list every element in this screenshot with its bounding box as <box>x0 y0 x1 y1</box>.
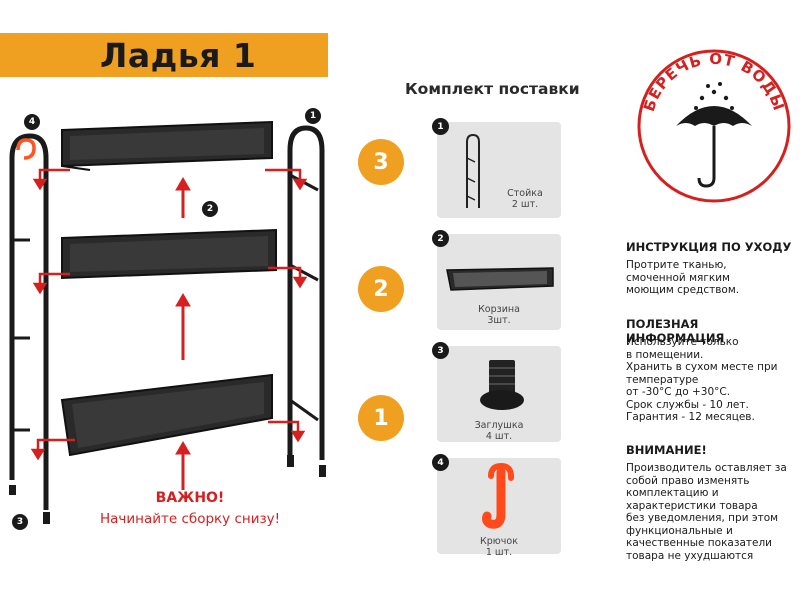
step-circle-2: 2 <box>358 266 404 312</box>
info-line: температуре <box>626 373 699 386</box>
basket-icon <box>446 267 554 291</box>
umbrella-icon <box>676 106 752 188</box>
part-badge-hook: 4 <box>24 114 40 130</box>
cap-icon <box>480 360 524 410</box>
warning-title: ВАЖНО! <box>155 490 225 506</box>
product-title: Ладья 1 <box>100 36 257 75</box>
attention-line: комплектацию и <box>626 487 719 499</box>
info-line: от -30°С до +30°С. <box>626 386 731 398</box>
attention-title: ВНИМАНИЕ! <box>626 443 707 457</box>
keep-dry-stamp: БЕРЕЧЬ ОТ ВОДЫ <box>637 49 791 203</box>
attention-line: характеристики товара <box>626 499 758 512</box>
info-line: Используйте только <box>626 336 739 348</box>
kit-item-name: Корзина <box>478 304 520 315</box>
title-banner <box>0 33 328 77</box>
info-line: Срок службы - 10 лет. <box>626 398 749 411</box>
info-line: в помещении. <box>626 348 704 361</box>
foot-cap <box>287 455 294 467</box>
kit-card-number: 1 <box>432 118 449 135</box>
foot-cap <box>43 512 50 524</box>
warning-text: Начинайте сборку снизу! <box>99 511 281 527</box>
basket-bottom <box>60 373 273 457</box>
hook-part <box>16 138 36 160</box>
assembly-diagram <box>9 120 326 524</box>
kit-card-post: 1 Стойка 2 шт. <box>432 118 561 218</box>
kit-item-qty: 1 шт. <box>485 547 513 558</box>
stamp-text: БЕРЕЧЬ ОТ ВОДЫ <box>640 50 788 114</box>
kit-card-cap: 3 Заглушка 4 шт. <box>432 342 561 442</box>
info-body: Используйте только в помещении. Хранить … <box>626 336 798 424</box>
insert-arrow-icon <box>30 168 308 461</box>
foot-cap <box>9 485 16 495</box>
info-line: Хранить в сухом месте при <box>626 361 778 373</box>
kit-item-name: Заглушка <box>474 420 524 431</box>
kit-item-qty: 2 шт. <box>511 199 539 210</box>
attention-line: функциональные и <box>626 524 733 537</box>
step-circle-3: 3 <box>358 139 404 185</box>
care-line: моющим средством. <box>626 284 740 296</box>
attention-line: без уведомления, при этом <box>626 512 779 524</box>
kit-item-name: Крючок <box>480 536 518 547</box>
basket-middle <box>61 228 277 280</box>
attention-line: Производитель оставляет за <box>626 462 787 474</box>
basket-top <box>61 120 273 171</box>
left-post <box>9 133 49 510</box>
part-badge-cap: 3 <box>12 514 28 530</box>
part-badge-post: 1 <box>305 108 321 124</box>
kit-item-name: Стойка <box>507 188 543 199</box>
kit-title: Комплект поставки <box>405 80 580 98</box>
part-badge-basket: 2 <box>202 201 218 217</box>
kit-card-number: 4 <box>432 454 449 471</box>
attention-line: качественные показатели <box>626 537 772 549</box>
info-line: Гарантия - 12 месяцев. <box>626 411 755 423</box>
rain-drops-icon <box>694 82 734 110</box>
arrow-up-icon <box>175 177 191 490</box>
attention-line: товара не ухудшаются <box>626 549 754 562</box>
hook-icon <box>482 462 514 529</box>
care-body: Протрите тканью, смоченной мягким моющим… <box>626 259 798 297</box>
kit-card-number: 3 <box>432 342 449 359</box>
post-icon <box>466 133 480 208</box>
step-circle-1: 1 <box>358 395 404 441</box>
kit-item-qty: 3шт. <box>487 315 511 326</box>
right-post <box>287 125 325 460</box>
kit-card-hook: 4 Крючок 1 шт. <box>432 454 561 558</box>
kit-item-qty: 4 шт. <box>485 431 513 442</box>
attention-body: Производитель оставляет за собой право и… <box>626 462 798 562</box>
attention-line: собой право изменять <box>626 474 750 487</box>
kit-card-number: 2 <box>432 230 449 247</box>
care-title: ИНСТРУКЦИЯ ПО УХОДУ <box>626 240 792 254</box>
care-line: Протрите тканью, <box>626 259 727 271</box>
kit-card-basket: 2 Корзина 3шт. <box>432 230 561 330</box>
info-title: ПОЛЕЗНАЯ ИНФОРМАЦИЯ <box>626 317 725 345</box>
care-line: смоченной мягким <box>626 271 730 284</box>
foot-cap <box>319 465 326 477</box>
